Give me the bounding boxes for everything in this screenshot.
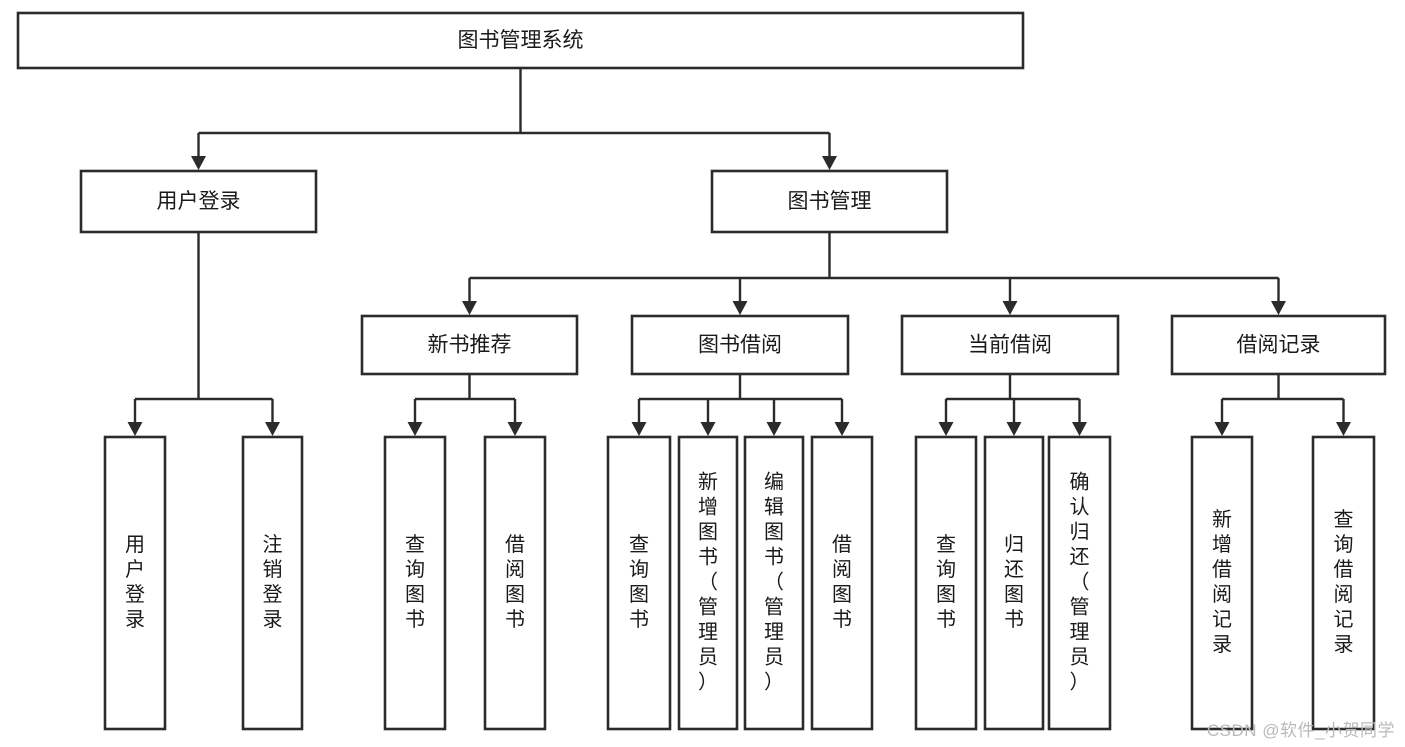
edge-group-from-root: [191, 68, 837, 170]
node-leaf-rec-query[interactable]: 查询图书: [383, 435, 447, 731]
arrow-head-icon: [127, 422, 143, 436]
arrow-head-icon: [1214, 422, 1230, 436]
node-new-book-rec[interactable]: 新书推荐: [360, 314, 579, 376]
node-leaf-cur-query[interactable]: 查询图书: [914, 435, 978, 731]
node-label: 图书借阅: [698, 334, 782, 357]
node-leaf-borrow-edit[interactable]: 编辑图书（管理员）: [743, 435, 805, 731]
node-label: 借阅图书: [832, 533, 852, 631]
node-label: 归还图书: [1004, 533, 1024, 631]
node-leaf-borrow-add[interactable]: 新增图书（管理员）: [677, 435, 739, 731]
node-label: 新书推荐: [428, 334, 512, 357]
node-box: [1311, 435, 1376, 731]
node-box: [810, 435, 874, 731]
node-book-borrow[interactable]: 图书借阅: [630, 314, 850, 376]
node-box: [1170, 314, 1387, 376]
edge-group-from-book-borrow: [631, 374, 850, 436]
arrow-head-icon: [507, 422, 523, 436]
node-label: 借阅图书: [505, 533, 525, 631]
node-label: 用户登录: [125, 534, 145, 631]
edge-group-from-borrow-record: [1214, 374, 1351, 436]
connector-layer: [127, 68, 1351, 436]
node-label: 图书管理: [788, 190, 872, 213]
node-leaf-user-login[interactable]: 用户登录: [103, 435, 167, 731]
arrow-head-icon: [1072, 422, 1087, 436]
node-box: [630, 314, 850, 376]
arrow-head-icon: [191, 156, 206, 170]
node-label: 借阅记录: [1237, 334, 1321, 357]
arrow-head-icon: [407, 422, 423, 436]
node-leaf-borrow-query[interactable]: 查询图书: [606, 435, 672, 731]
node-book-manage[interactable]: 图书管理: [710, 169, 949, 234]
node-label: 查询借阅记录: [1334, 508, 1354, 656]
node-borrow-record[interactable]: 借阅记录: [1170, 314, 1387, 376]
arrow-head-icon: [834, 422, 850, 436]
node-box: [103, 435, 167, 731]
node-box: [16, 11, 1025, 70]
edge-group-from-current-borrow: [938, 374, 1087, 436]
arrow-head-icon: [732, 301, 748, 315]
node-leaf-rec-add[interactable]: 新增借阅记录: [1190, 435, 1254, 731]
edge-group-from-new-book-rec: [407, 374, 523, 436]
node-label: 查询图书: [405, 533, 425, 631]
node-box: [1047, 435, 1112, 731]
node-label: 查询图书: [936, 533, 956, 631]
node-box: [79, 169, 318, 234]
node-label: 确认归还（管理员）: [1070, 471, 1090, 694]
node-box: [483, 435, 547, 731]
edge-group-from-book-manage: [462, 232, 1286, 315]
arrow-head-icon: [1002, 301, 1018, 315]
node-label: 注销登录: [263, 533, 283, 631]
node-user-login[interactable]: 用户登录: [79, 169, 318, 234]
node-box: [241, 435, 304, 731]
node-label: 编辑图书（管理员）: [764, 471, 784, 694]
arrow-head-icon: [822, 156, 837, 170]
arrow-head-icon: [1336, 422, 1351, 436]
node-box: [606, 435, 672, 731]
node-box: [710, 169, 949, 234]
edge-group-from-user-login: [127, 232, 280, 436]
node-label: 用户登录: [157, 190, 241, 213]
node-box: [677, 435, 739, 731]
node-box: [383, 435, 447, 731]
node-leaf-logout[interactable]: 注销登录: [241, 435, 304, 731]
node-label: 新增图书（管理员）: [698, 471, 718, 694]
node-label: 新增借阅记录: [1212, 508, 1232, 656]
node-box: [900, 314, 1120, 376]
arrow-head-icon: [631, 422, 647, 436]
arrow-head-icon: [700, 422, 716, 436]
arrow-head-icon: [1006, 422, 1022, 436]
arrow-head-icon: [938, 422, 954, 436]
node-leaf-cur-confirm[interactable]: 确认归还（管理员）: [1047, 435, 1112, 731]
arrow-head-icon: [1271, 301, 1286, 315]
arrow-head-icon: [265, 422, 280, 436]
node-box: [743, 435, 805, 731]
node-label: 查询图书: [629, 533, 649, 631]
node-leaf-rec-borrow[interactable]: 借阅图书: [483, 435, 547, 731]
node-box: [914, 435, 978, 731]
node-leaf-rec-search[interactable]: 查询借阅记录: [1311, 435, 1376, 731]
node-layer: 图书管理系统用户登录图书管理新书推荐图书借阅当前借阅借阅记录用户登录注销登录查询…: [16, 11, 1387, 731]
node-box: [360, 314, 579, 376]
node-label: 当前借阅: [968, 334, 1052, 357]
arrow-head-icon: [766, 422, 782, 436]
arrow-head-icon: [462, 301, 477, 315]
node-label: 图书管理系统: [458, 29, 584, 52]
node-current-borrow[interactable]: 当前借阅: [900, 314, 1120, 376]
node-box: [1190, 435, 1254, 731]
node-leaf-borrow-do[interactable]: 借阅图书: [810, 435, 874, 731]
node-leaf-cur-return[interactable]: 归还图书: [983, 435, 1045, 731]
node-root[interactable]: 图书管理系统: [16, 11, 1025, 70]
node-box: [983, 435, 1045, 731]
